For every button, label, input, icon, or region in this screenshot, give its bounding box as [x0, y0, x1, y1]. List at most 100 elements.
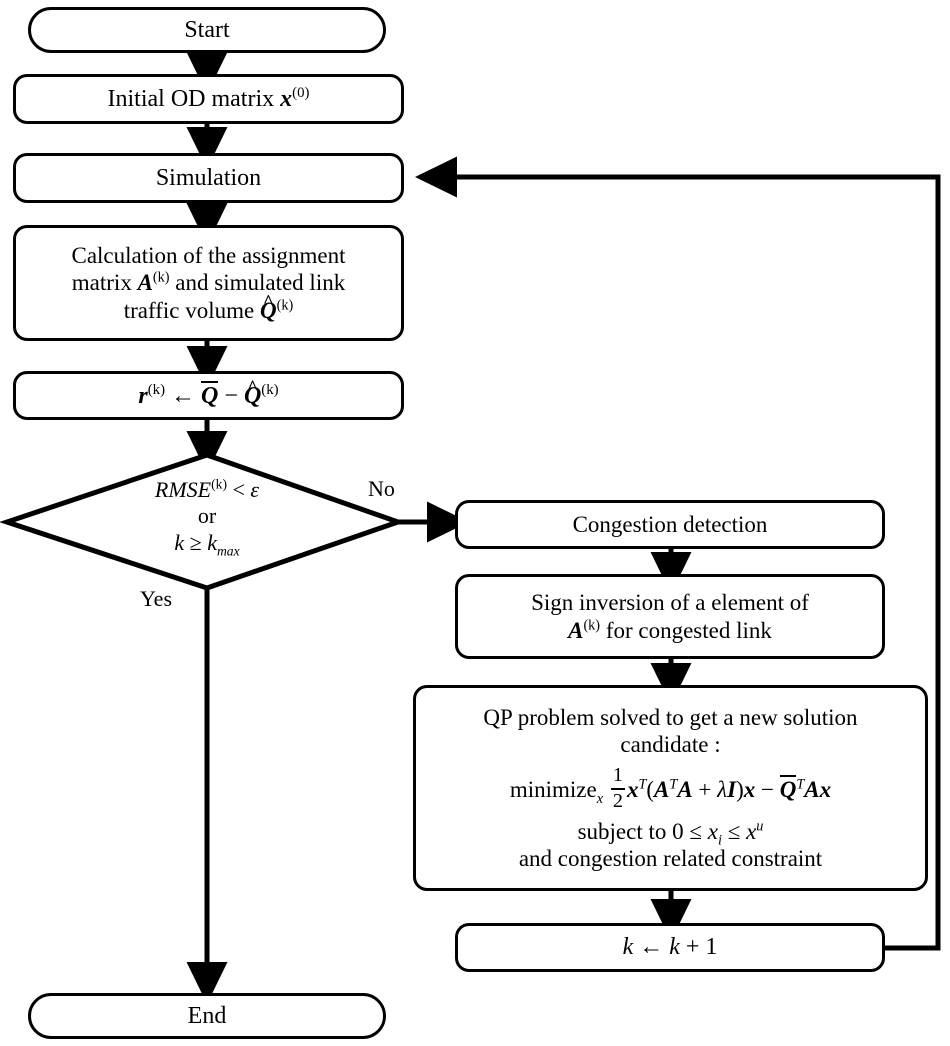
- qp-frac-numerator: 1: [610, 764, 625, 790]
- qp-x-transpose: T: [638, 776, 647, 793]
- sign-line-2-rest: for congested link: [600, 617, 772, 643]
- initial-od-sup: (0): [292, 84, 310, 101]
- node-initial-od-matrix-label: Initial OD matrix x(0): [16, 85, 401, 113]
- decision-rmse: RMSE: [154, 477, 212, 502]
- increment-k2: k: [669, 934, 680, 961]
- qp-subject-prefix: subject to 0 ≤: [577, 818, 708, 844]
- decision-line-2: or: [197, 503, 217, 529]
- node-congestion-detection[interactable]: Congestion detection: [455, 500, 885, 549]
- qp-minimize-sub: x: [596, 790, 604, 807]
- edge-increment-feedback-to-simulation: [414, 156, 941, 951]
- decision-rmse-sup: (k): [211, 476, 227, 492]
- residual-var-r: r: [138, 383, 148, 410]
- node-start[interactable]: Start: [28, 7, 386, 53]
- qp-line-2: candidate :: [620, 732, 721, 757]
- node-residual[interactable]: r(k) ← Q − ^Q(k): [13, 371, 404, 420]
- qp-subject-le: ≤: [721, 818, 747, 844]
- qp-lambda: λ: [717, 777, 728, 803]
- qp-a1: A: [654, 777, 670, 803]
- qp-x2: x: [743, 777, 756, 803]
- qp-constraint-bounds: subject to 0 ≤ xi ≤ xu: [426, 818, 915, 849]
- increment-arrow: ←: [633, 934, 670, 961]
- qp-subject-sup-u: u: [756, 818, 764, 835]
- calc-line-2-sup: (k): [152, 269, 170, 286]
- residual-assign-arrow: ←: [171, 383, 196, 410]
- decision-line-1: RMSE(k) < ε: [57, 477, 357, 503]
- node-simulation-label: Simulation: [155, 164, 262, 191]
- node-start-label: Start: [184, 16, 230, 43]
- qp-q-transpose: T: [796, 776, 805, 793]
- node-end-label: End: [187, 1002, 227, 1029]
- node-simulation[interactable]: Simulation: [13, 153, 404, 203]
- node-increment-k-label: k ← k + 1: [458, 933, 882, 961]
- decision-epsilon: ε: [250, 477, 260, 502]
- hat-accent-icon: ^: [262, 291, 274, 312]
- residual-var-qhat: Q: [243, 383, 262, 410]
- calc-line-3-var: Q: [260, 297, 277, 323]
- qp-qbar: Q: [779, 775, 797, 803]
- decision-lt: <: [227, 477, 251, 502]
- qp-paren-open: (: [646, 777, 655, 803]
- node-increment-k[interactable]: k ← k + 1: [455, 923, 885, 972]
- node-sign-inversion[interactable]: Sign inversion of a element of A(k) for …: [455, 574, 885, 659]
- qp-frac-denominator: 2: [612, 790, 623, 812]
- calc-line-2-a: matrix: [71, 270, 138, 296]
- decision-diamond-shape: [0, 452, 406, 591]
- node-qp-problem-label: QP problem solved to get a new solution …: [416, 704, 925, 872]
- initial-od-var: x: [280, 85, 293, 112]
- qp-subject-x-upper: x: [746, 818, 757, 844]
- calc-line-3-a: traffic volume: [123, 297, 260, 323]
- qp-subject-x: x: [707, 818, 718, 844]
- sign-var-a: A: [568, 617, 584, 643]
- calc-line-2-b: and simulated link: [169, 270, 346, 296]
- calc-line-3-sup: (k): [276, 296, 294, 313]
- residual-sup-k2: (k): [261, 382, 279, 399]
- calc-line-1: Calculation of the assignment: [71, 243, 346, 269]
- qp-a3: A: [804, 777, 820, 803]
- node-decision-label: RMSE(k) < ε or k ≥ kmax: [57, 477, 357, 559]
- qp-a1-transpose: T: [669, 776, 678, 793]
- qp-line-1: QP problem solved to get a new solution: [483, 704, 858, 730]
- qp-paren-close: ): [736, 777, 744, 803]
- node-calculation-label: Calculation of the assignment matrix A(k…: [16, 242, 401, 323]
- node-congestion-detection-label: Congestion detection: [572, 511, 768, 537]
- hat-accent-icon: ^: [247, 376, 259, 398]
- decision-line-3: k ≥ kmax: [57, 529, 357, 559]
- sign-line-2: A(k) for congested link: [468, 617, 872, 644]
- qp-constraint-congestion: and congestion related constraint: [518, 846, 823, 871]
- qp-minimize-word: minimize: [509, 777, 597, 803]
- decision-k: k: [174, 529, 185, 555]
- node-qp-problem[interactable]: QP problem solved to get a new solution …: [413, 685, 928, 891]
- decision-kmax-sub: max: [216, 543, 240, 559]
- qp-x3: x: [819, 777, 832, 803]
- qp-identity: I: [727, 777, 737, 803]
- residual-sup-k: (k): [147, 382, 166, 399]
- increment-k1: k: [622, 934, 634, 961]
- residual-var-qbar: Q: [201, 381, 219, 410]
- qp-minus: −: [755, 777, 780, 803]
- node-sign-inversion-label: Sign inversion of a element of A(k) for …: [458, 589, 882, 643]
- node-residual-label: r(k) ← Q − ^Q(k): [16, 376, 401, 410]
- initial-od-prefix: Initial OD matrix: [107, 85, 281, 112]
- sign-line-1: Sign inversion of a element of: [531, 590, 809, 616]
- qp-a2: A: [677, 777, 693, 803]
- decision-ge: ≥: [184, 529, 208, 555]
- calc-line-2: matrix A(k) and simulated link: [26, 269, 391, 296]
- qp-subject-sub-i: i: [717, 832, 722, 849]
- qp-plus: +: [692, 777, 718, 803]
- increment-plus-one: + 1: [679, 934, 718, 961]
- node-calculation[interactable]: Calculation of the assignment matrix A(k…: [13, 225, 404, 341]
- decision-kmax: k: [207, 529, 217, 555]
- qp-x: x: [626, 777, 639, 803]
- node-end[interactable]: End: [28, 993, 386, 1039]
- calc-line-3: traffic volume ^Q(k): [26, 291, 391, 324]
- node-initial-od-matrix[interactable]: Initial OD matrix x(0): [13, 74, 404, 124]
- residual-minus: −: [224, 383, 238, 410]
- branch-label-yes: Yes: [140, 586, 173, 611]
- sign-sup-k: (k): [583, 616, 601, 633]
- branch-label-no: No: [368, 476, 395, 501]
